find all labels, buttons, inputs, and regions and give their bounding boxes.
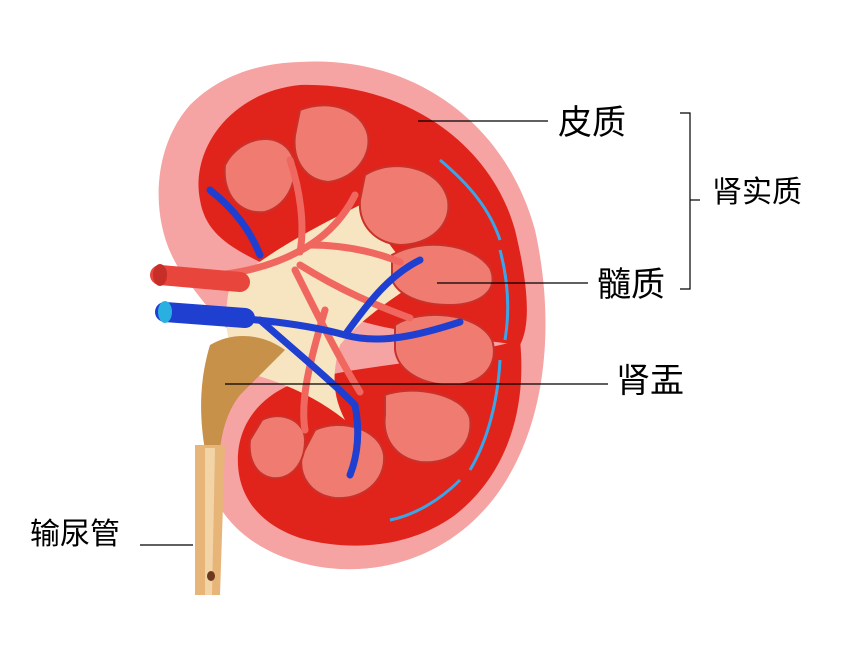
renal-artery — [150, 265, 250, 292]
ureter-label: 输尿管 — [30, 517, 120, 552]
ureter-opening — [207, 571, 215, 581]
artery-opening — [153, 264, 167, 286]
medulla-label: 髓质 — [597, 265, 665, 305]
vein-opening — [158, 301, 172, 323]
renal-vein — [155, 302, 255, 328]
renal-pyramids — [223, 104, 495, 500]
parenchyma-bracket — [680, 112, 691, 290]
renal-parenchyma-label: 肾实质 — [712, 175, 802, 210]
leader-lines — [140, 112, 700, 546]
cortex-label: 皮质 — [558, 103, 626, 143]
peripheral-vessels — [389, 158, 510, 522]
renal-pelvis — [201, 335, 285, 450]
renal-pelvis-label: 肾盂 — [616, 361, 684, 401]
ureter-shade — [205, 448, 215, 595]
